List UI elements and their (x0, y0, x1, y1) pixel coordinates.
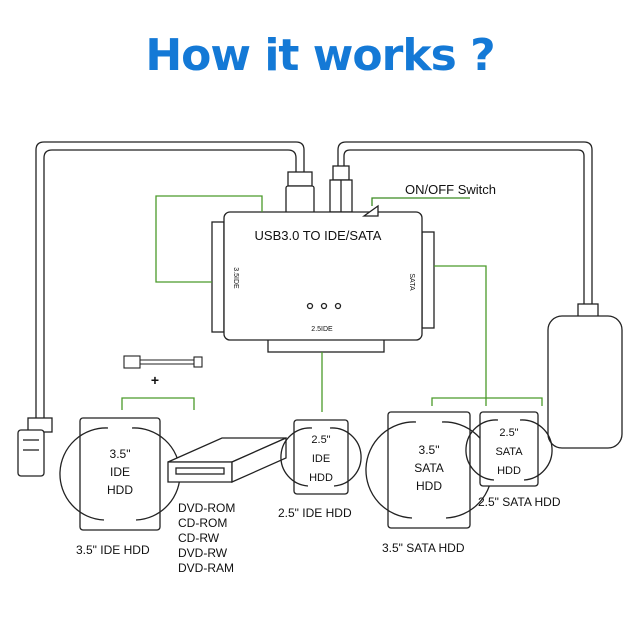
hdd-25-sata-icon (465, 411, 553, 487)
optical-item-dvd-rom: DVD-ROM (178, 501, 235, 515)
hdd-25-ide-kind: HDD (309, 472, 333, 484)
hdd-25-ide-size: 2.5" (311, 434, 330, 446)
page-title: How it works ? (145, 30, 495, 81)
switch-label: ON/OFF Switch (405, 182, 496, 197)
adapter-name: USB3.0 TO IDE/SATA (255, 228, 382, 243)
power-splitter-icon (123, 355, 203, 369)
hdd-25-ide-icon (280, 419, 362, 495)
hdd-35-ide-type: IDE (110, 465, 130, 479)
hdd-35-ide-kind: HDD (107, 483, 133, 497)
optical-drive-icon (167, 436, 287, 484)
hdd-25-sata-type: SATA (495, 446, 523, 458)
hdd-35-sata-icon (365, 411, 493, 529)
adapter-body (211, 204, 435, 353)
hdd-35-sata-size: 3.5" (419, 443, 440, 457)
optical-item-dvd-ram: DVD-RAM (178, 561, 234, 575)
port-label-25ide: 2.5IDE (311, 326, 333, 333)
power-adapter-icon (547, 303, 623, 449)
hdd-35-sata-caption: 3.5" SATA HDD (382, 541, 465, 555)
connector-lines (121, 195, 543, 412)
optical-item-dvd-rw: DVD-RW (178, 546, 228, 560)
power-plus-sign: + (151, 372, 159, 388)
usb-adapter-plug-icon (285, 171, 315, 217)
port-label-sata: SATA (408, 273, 415, 291)
optical-item-cd-rom: CD-ROM (178, 516, 227, 530)
port-label-35ide: 3.5IDE (232, 267, 239, 289)
hdd-25-sata-caption: 2.5" SATA HDD (478, 495, 561, 509)
switch-pointer (371, 197, 470, 206)
hdd-25-ide-caption: 2.5" IDE HDD (278, 506, 352, 520)
power-plug-icon (329, 165, 353, 213)
hdd-35-sata-type: SATA (414, 461, 444, 475)
optical-item-cd-rw: CD-RW (178, 531, 220, 545)
hdd-35-sata-kind: HDD (416, 479, 442, 493)
hdd-35-ide-size: 3.5" (110, 447, 131, 461)
hdd-35-ide-caption: 3.5" IDE HDD (76, 543, 150, 557)
usb-plug-icon (17, 417, 53, 477)
hdd-25-sata-size: 2.5" (499, 427, 518, 439)
hdd-25-ide-type: IDE (312, 453, 330, 465)
power-cable (337, 141, 593, 310)
usb-cable (35, 141, 305, 420)
hdd-25-sata-kind: HDD (497, 465, 521, 477)
